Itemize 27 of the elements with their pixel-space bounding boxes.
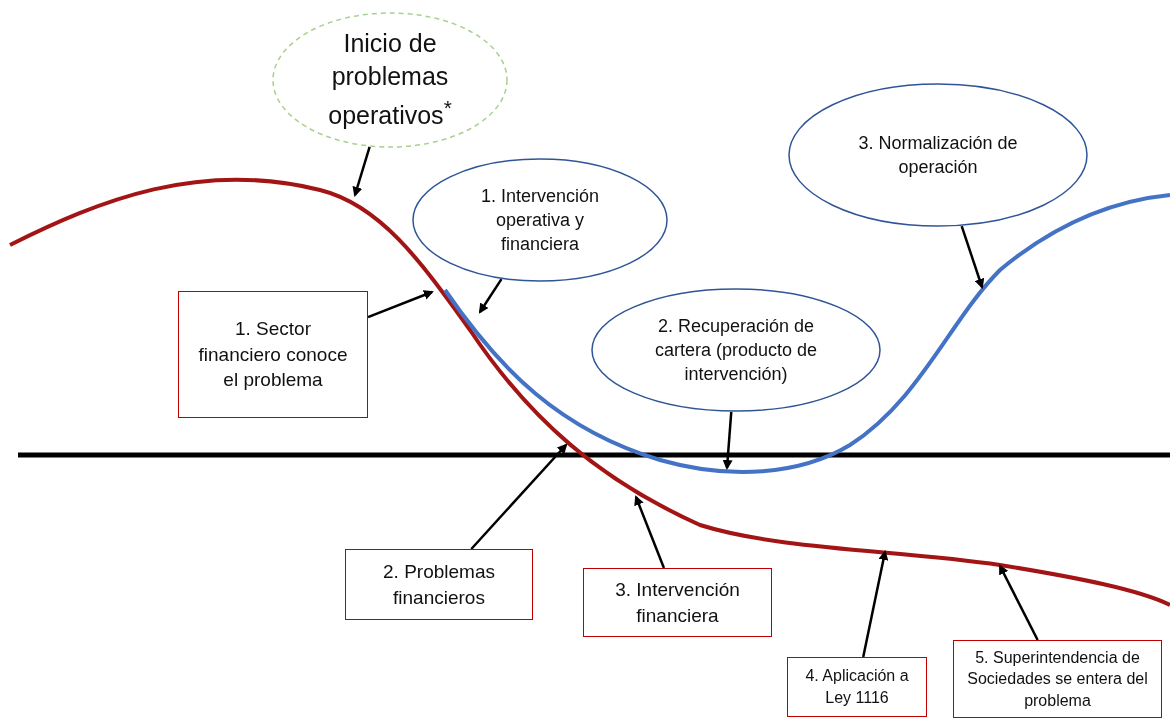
- callout-text: 3. Intervención financiera: [614, 577, 741, 628]
- callout-text: 1. Sector financiero conoce el problema: [198, 317, 348, 393]
- callout-box: [345, 549, 533, 620]
- callout-text: 1. Intervención operativa y financiera: [479, 184, 601, 257]
- callout-text: 2. Problemas financieros: [382, 559, 496, 610]
- callout-box: [953, 640, 1162, 718]
- arrow: [634, 495, 666, 569]
- callout-box: [583, 568, 772, 637]
- arrow: [470, 443, 568, 550]
- callout-box: [178, 291, 368, 418]
- callout-text: 2. Recuperación de cartera (producto de intervención): [653, 314, 819, 387]
- callout-ellipse: [272, 12, 508, 148]
- callout-text: 3. Normalización de operación: [857, 131, 1019, 179]
- arrow: [478, 278, 503, 314]
- callout-text: Inicio de problemas operativos$^{*}$: [327, 27, 453, 132]
- callout-text: 4. Aplicación a Ley 1116: [804, 666, 910, 708]
- arrow: [722, 411, 733, 470]
- arrow: [367, 290, 434, 319]
- callout-ellipse: [412, 158, 668, 282]
- callout-box: [787, 657, 927, 717]
- arrow: [862, 550, 889, 658]
- callout-ellipse: [788, 83, 1088, 227]
- callout-text: 5. Superintendencia de Sociedades se entera del problema: [966, 647, 1149, 711]
- callout-ellipse: [591, 288, 881, 412]
- arrow: [960, 225, 985, 289]
- arrow: [998, 564, 1039, 641]
- arrow: [352, 146, 371, 197]
